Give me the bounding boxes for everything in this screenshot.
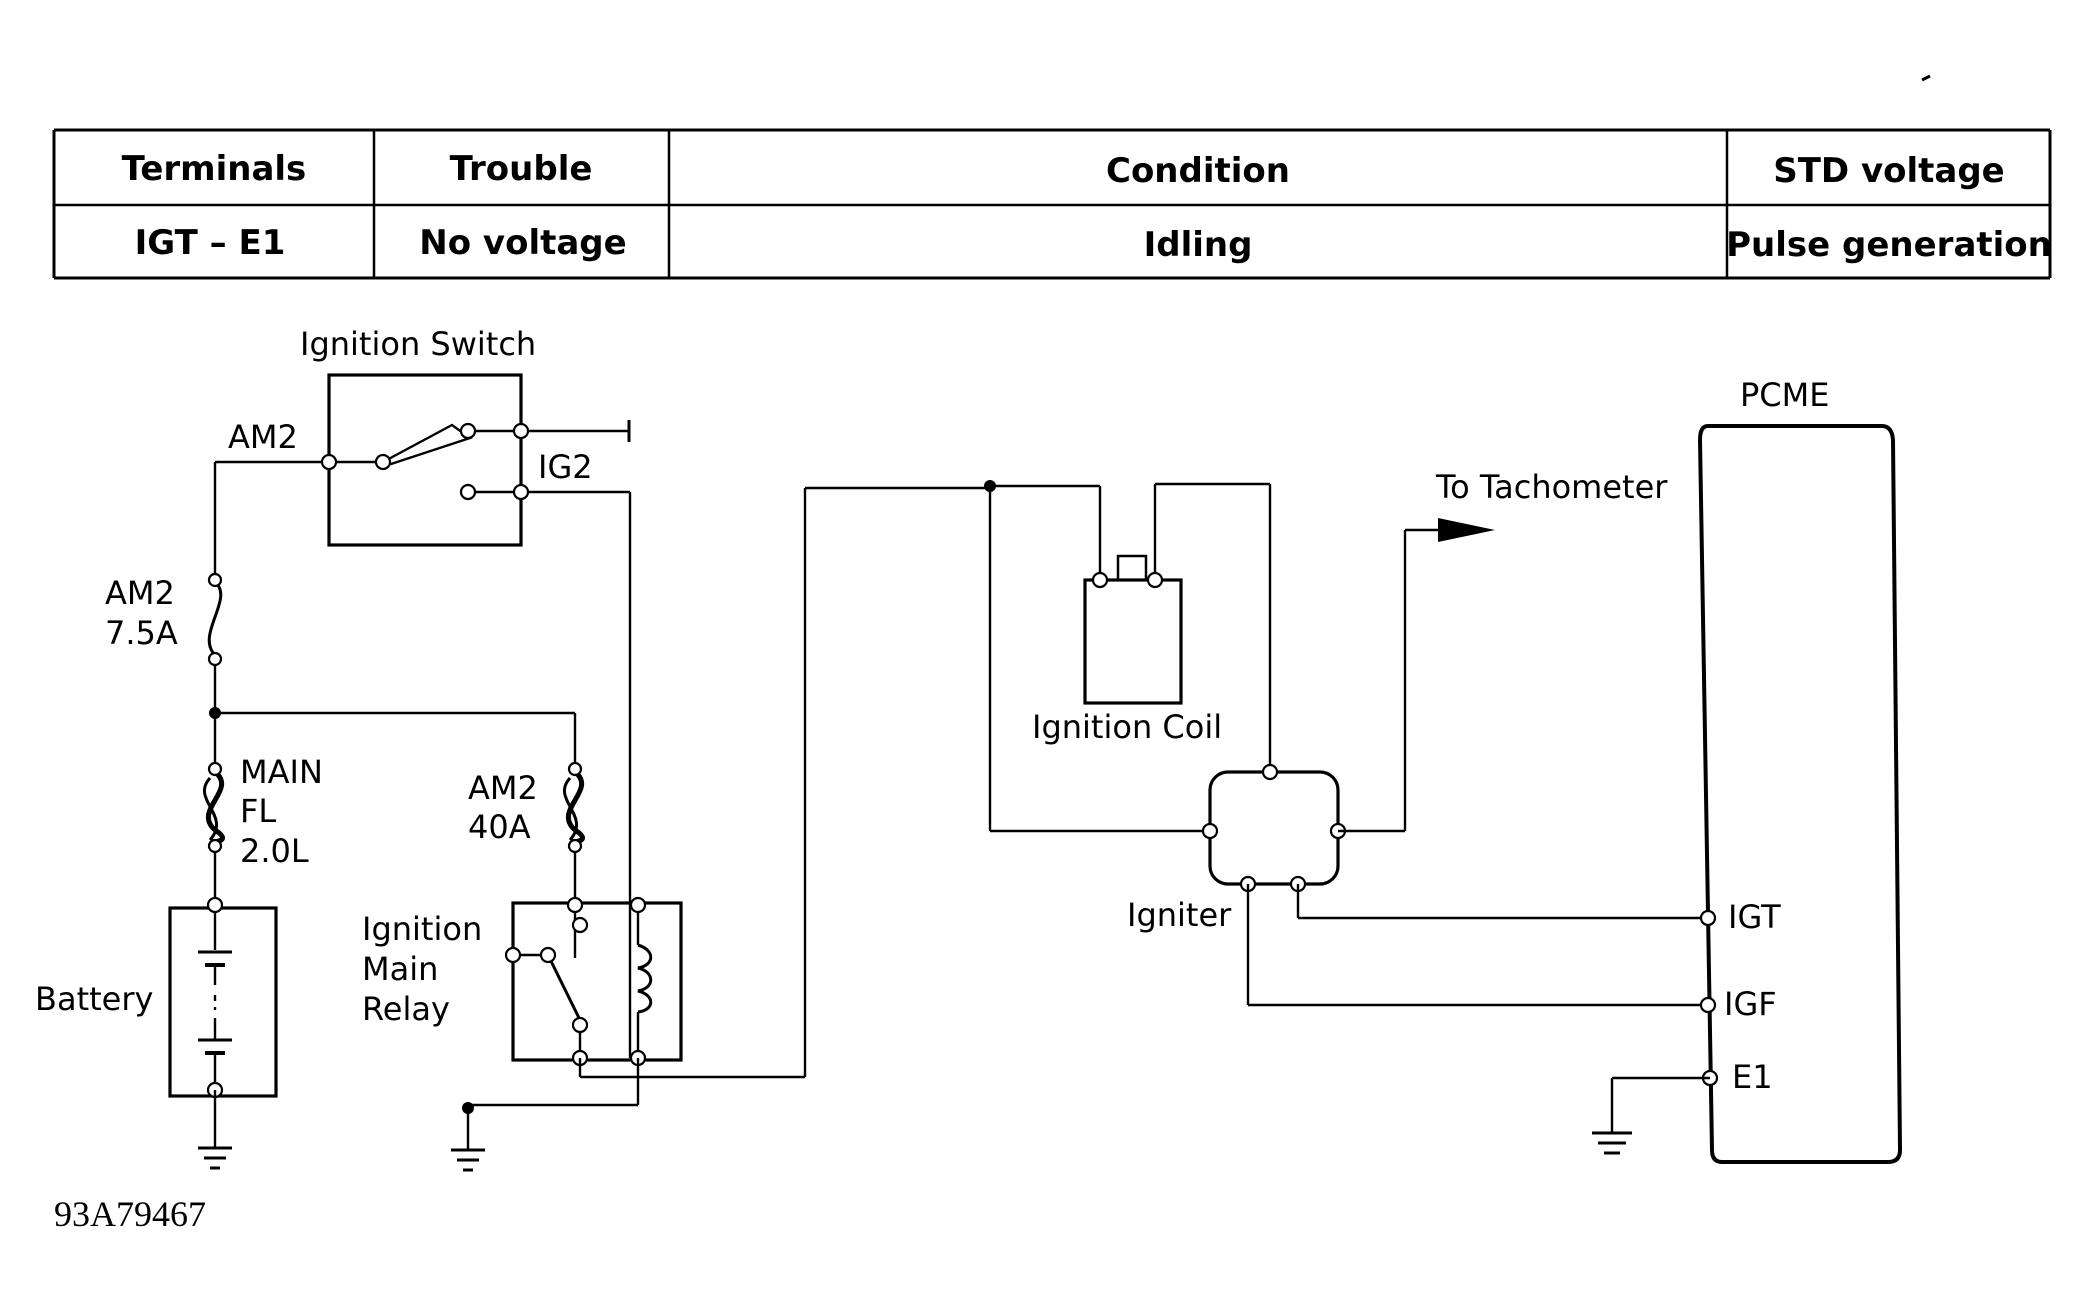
main-fl-line1: MAIN: [240, 753, 323, 791]
pin-igt-label: IGT: [1728, 898, 1781, 936]
pin-igf-label: IGF: [1724, 985, 1777, 1023]
relay-label-line3: Relay: [362, 990, 450, 1028]
ig2-terminal-label: IG2: [538, 448, 593, 486]
igniter-label: Igniter: [1127, 896, 1232, 934]
battery-ground-icon: [198, 1146, 232, 1170]
am2-40a-rating: 40A: [468, 808, 531, 846]
ignition-coil-label: Ignition Coil: [1032, 708, 1222, 746]
am2-fusible-link: AM2 40A: [468, 761, 585, 854]
ignition-coil: Ignition Coil: [1032, 554, 1222, 746]
relay-label-line2: Main: [362, 950, 438, 988]
cell-trouble: No voltage: [419, 223, 626, 263]
header-trouble: Trouble: [450, 149, 593, 189]
pcme-ground-wiring: [1610, 1076, 1710, 1133]
tachometer-wiring: To Tachometer: [1338, 468, 1668, 833]
main-fl-line3: 2.0L: [240, 832, 309, 870]
pin-e1-label: E1: [1732, 1058, 1773, 1096]
header-terminals: Terminals: [122, 149, 307, 189]
supply-wiring: [209, 462, 632, 1058]
am2-40a-name: AM2: [468, 769, 538, 807]
am2-fuse: AM2 7.5A: [105, 572, 223, 667]
scan-mark: [1921, 74, 1931, 82]
battery: Battery: [35, 896, 278, 1148]
main-fusible-link: MAIN FL 2.0L: [202, 753, 323, 870]
relay-ground-icon: [451, 1148, 485, 1172]
igniter-signal-wiring: [1246, 884, 1708, 1007]
coil-supply-wiring: [805, 480, 1272, 833]
diagnostic-table: Terminals Trouble Condition STD voltage …: [52, 128, 2052, 280]
ignition-main-relay: Ignition Main Relay: [362, 896, 683, 1067]
pcme-ecu: PCME IGT IGF E1: [1697, 376, 1903, 1164]
am2-fuse-rating: 7.5A: [105, 614, 178, 652]
tachometer-arrow-icon: [1438, 518, 1495, 542]
battery-label: Battery: [35, 980, 153, 1018]
ignition-switch-label: Ignition Switch: [300, 325, 536, 363]
to-tachometer-label: To Tachometer: [1435, 468, 1668, 506]
header-condition: Condition: [1106, 151, 1290, 191]
am2-fuse-name: AM2: [105, 574, 175, 612]
igniter: Igniter: [1127, 763, 1347, 934]
pcme-ground-icon: [1592, 1131, 1632, 1155]
relay-wiring: [462, 488, 807, 1150]
main-fl-line2: FL: [240, 792, 276, 830]
am2-terminal-label: AM2: [228, 418, 298, 456]
cell-condition: Idling: [1144, 225, 1253, 265]
header-std-voltage: STD voltage: [1773, 151, 2005, 191]
ignition-switch: Ignition Switch AM2 IG2: [215, 325, 631, 547]
figure-code: 93A79467: [54, 1194, 206, 1234]
relay-label-line1: Ignition: [362, 910, 482, 948]
pcme-label: PCME: [1740, 376, 1829, 414]
cell-std-voltage: Pulse generation: [1726, 225, 2052, 265]
cell-terminals: IGT – E1: [135, 223, 286, 263]
